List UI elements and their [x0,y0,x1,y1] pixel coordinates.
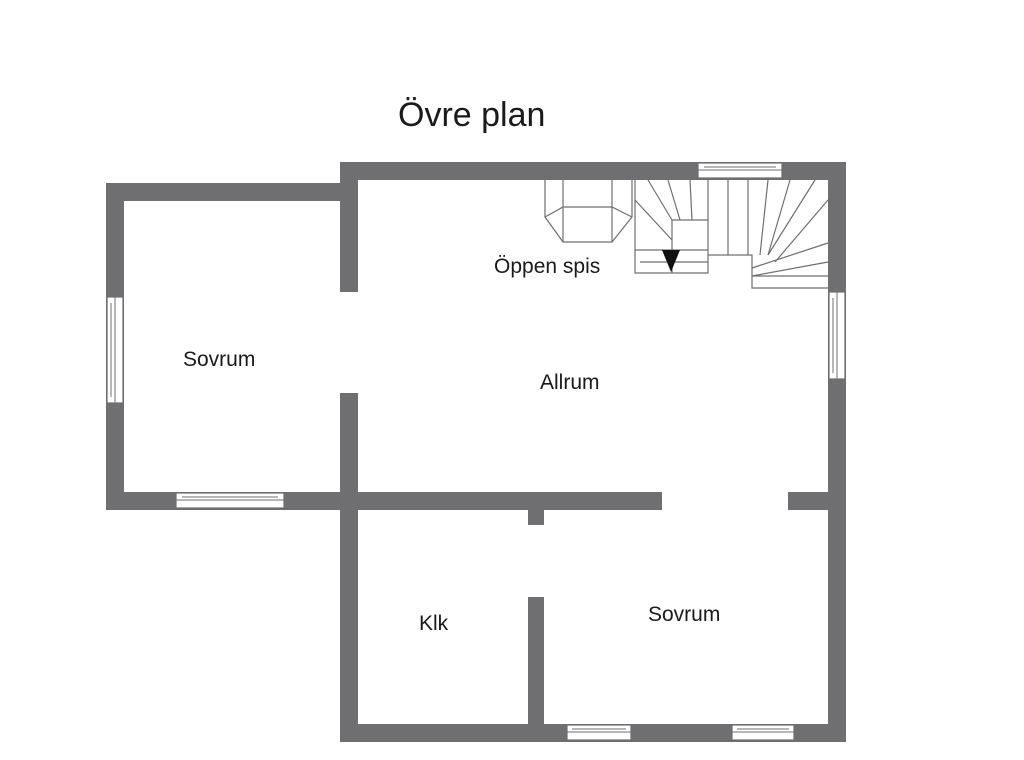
room-label-living: Allrum [540,371,600,394]
room-label-right-bedroom: Sovrum [648,603,720,626]
room-label-left-bedroom: Sovrum [183,348,255,371]
windows [106,162,846,741]
triangle-down-icon [662,250,680,272]
fireplace-symbol [544,180,633,243]
staircase [634,179,829,289]
plan-title: Övre plan [398,96,545,134]
walls [106,162,846,742]
room-label-fireplace: Öppen spis [494,255,600,278]
room-label-closet: Klk [419,612,449,635]
room-labels: Sovrum Allrum Öppen spis Klk Sovrum [183,255,720,635]
